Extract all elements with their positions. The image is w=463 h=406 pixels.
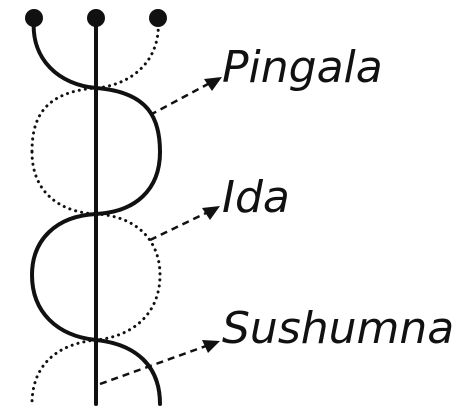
- dotted-channel-bottom-loop: [32, 340, 96, 404]
- solid-channel-middle-loop: [32, 214, 96, 340]
- sushumna-label: Sushumna: [222, 303, 454, 354]
- solid-channel-bottom-loop: [96, 340, 160, 404]
- sushumna-arrow-line: [100, 346, 206, 384]
- ida-label: Ida: [222, 172, 290, 223]
- solid-channel-upper-loop: [96, 152, 160, 214]
- pingala-arrow-line: [150, 84, 208, 115]
- ida-arrow-line: [150, 213, 206, 240]
- dotted-channel-middle-loop: [96, 214, 160, 340]
- pingala-label: Pingala: [222, 42, 383, 93]
- dotted-channel-upper-loop: [32, 152, 96, 214]
